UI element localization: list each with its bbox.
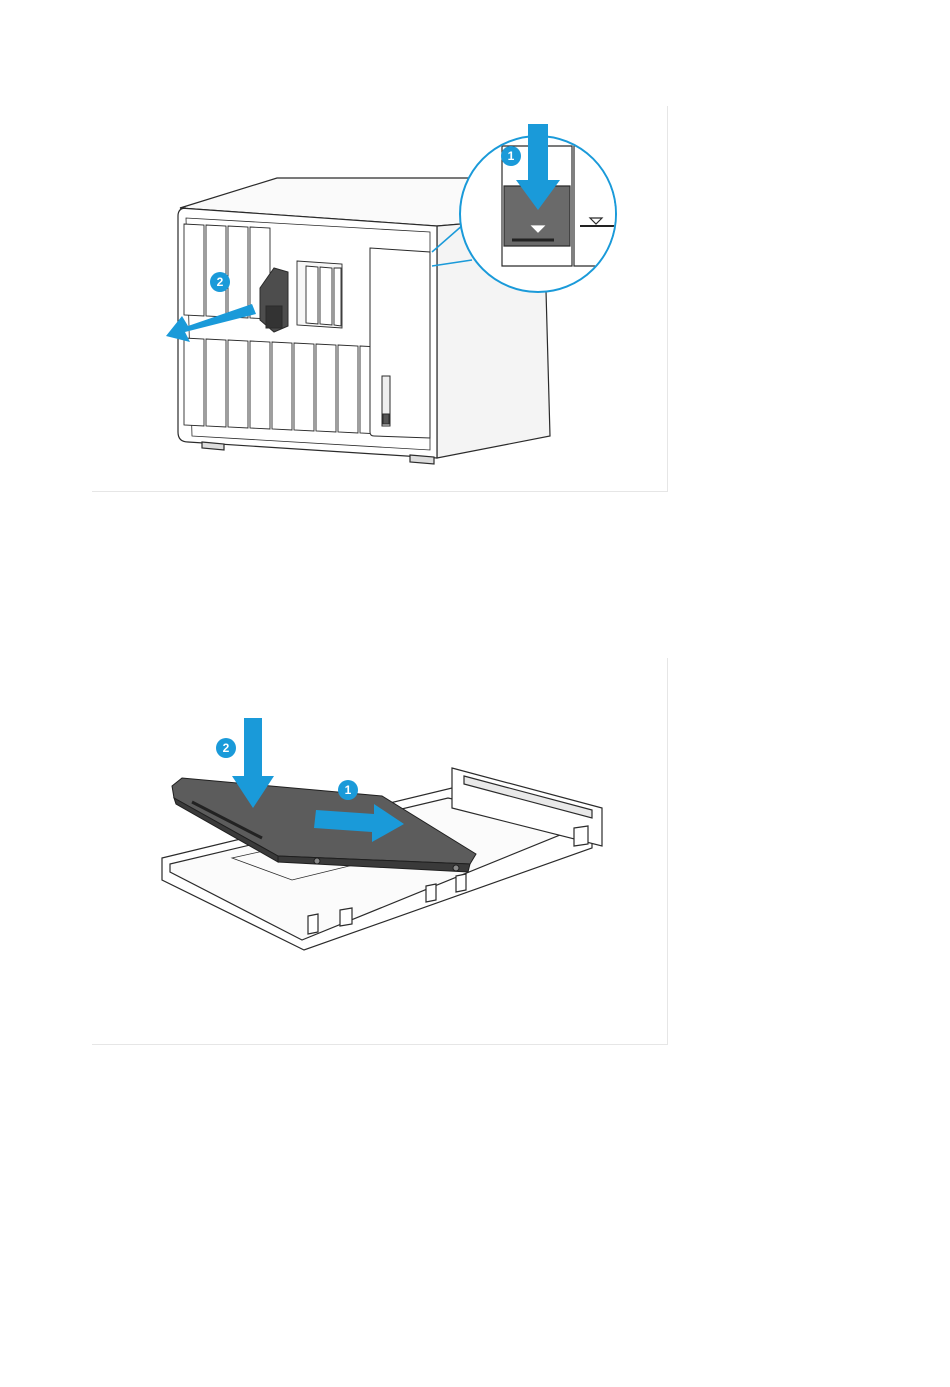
step-1-badge: 1 [501, 146, 521, 166]
step-2-label: 2 [217, 275, 224, 289]
lower-drive-bays [184, 338, 380, 434]
tray-illustration: 1 2 [92, 658, 668, 1044]
step-2-label: 2 [223, 741, 230, 755]
step-1-label: 1 [345, 783, 352, 797]
nas-illustration: 2 1 [92, 106, 668, 492]
step-2-badge: 2 [216, 738, 236, 758]
step-1-badge: 1 [338, 780, 358, 800]
figure-install-drive: 1 2 [92, 658, 668, 1045]
front-panel [370, 248, 430, 438]
figure-remove-tray: 2 1 [92, 106, 668, 492]
step-2-badge: 2 [210, 272, 230, 292]
step-1-label: 1 [508, 149, 515, 163]
